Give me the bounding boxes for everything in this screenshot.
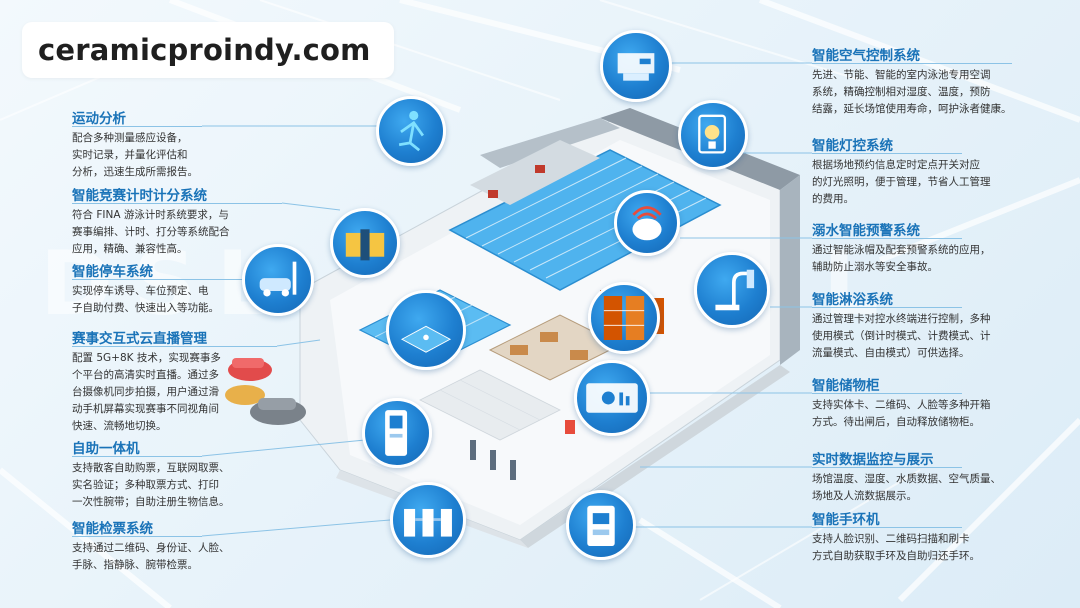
node-timing-scoring[interactable] (330, 208, 400, 278)
feature-air-control: 智能空气控制系统 先进、节能、智能的室内泳池专用空调 系统，精确控制相对湿度、温… (812, 47, 1052, 118)
node-lighting-control[interactable] (678, 100, 748, 170)
node-ticket-gate[interactable] (390, 482, 466, 558)
node-data-dashboard[interactable] (574, 360, 650, 436)
parked-cars (225, 358, 306, 425)
feature-title: 运动分析 (72, 111, 126, 127)
shower-icon (715, 269, 755, 311)
node-air-control[interactable] (600, 30, 672, 102)
live-broadcast-icon (400, 325, 452, 353)
site-watermark: ceramicproindy.com (22, 22, 394, 78)
feature-live-broadcast: 赛事交互式云直播管理 配置 5G+8K 技术，实现赛事多 个平台的高清实时直播。… (72, 330, 282, 435)
feature-title: 智能淋浴系统 (812, 292, 893, 308)
feature-desc: 支持散客自助购票，互联网取票、 实名验证；多种取票方式、打印 一次性腕带；自助注… (72, 462, 230, 508)
motion-analysis-icon (398, 110, 425, 152)
feature-ticket-gate: 智能检票系统 支持通过二维码、身份证、人脸、 手脉、指静脉、腕带检票。 (72, 520, 282, 574)
feature-desc: 符合 FINA 游泳计时系统要求，与 赛事编排、计时、打分等系统配合 应用，精确… (72, 209, 230, 255)
feature-title: 智能竞赛计时计分系统 (72, 188, 207, 204)
ticket-gate-icon (404, 508, 452, 537)
feature-desc: 根据场地预约信息定时定点开关对应 的灯光照明，便于管理，节省人工管理 的费用。 (812, 159, 991, 205)
feature-desc: 配置 5G+8K 技术，实现赛事多 个平台的高清实时直播。通过多 台摄像机同步拍… (72, 352, 221, 432)
feature-desc: 支持通过二维码、身份证、人脸、 手脉、指静脉、腕带检票。 (72, 542, 230, 571)
feature-desc: 实现停车诱导、车位预定、电 子自助付费、快速出入等功能。 (72, 285, 219, 314)
feature-shower: 智能淋浴系统 通过管理卡对控水终端进行控制，多种 使用模式（倒计时模式、计费模式… (812, 291, 1052, 362)
node-live-broadcast[interactable] (386, 290, 466, 370)
feature-title: 智能灯控系统 (812, 138, 893, 154)
feature-wristband-kiosk: 智能手环机 支持人脸识别、二维码扫描和刷卡 方式自助获取手环及自助归还手环。 (812, 511, 1052, 565)
feature-desc: 支持人脸识别、二维码扫描和刷卡 方式自助获取手环及自助归还手环。 (812, 533, 980, 562)
feature-data-dashboard: 实时数据监控与展示 场馆温度、湿度、水质数据、空气质量、 场地及人流数据展示。 (812, 451, 1052, 505)
feature-self-service-kiosk: 自助一体机 支持散客自助购票，互联网取票、 实名验证；多种取票方式、打印 一次性… (72, 440, 282, 511)
feature-desc: 配合多种测量感应设备， 实时记录，并量化评估和 分析，迅速生成所需报告。 (72, 132, 198, 178)
feature-locker: 智能储物柜 支持实体卡、二维码、人脸等多种开箱 方式。待出闸后，自动释放储物柜。 (812, 377, 1052, 431)
feature-title: 智能空气控制系统 (812, 48, 920, 64)
locker-icon (603, 296, 645, 340)
node-motion-analysis[interactable] (376, 96, 446, 166)
air-unit-icon (617, 53, 655, 81)
feature-parking: 智能停车系统 实现停车诱导、车位预定、电 子自助付费、快速出入等功能。 (72, 263, 282, 317)
feature-desc: 通过管理卡对控水终端进行控制，多种 使用模式（倒计时模式、计费模式、计 流量模式… (812, 313, 991, 359)
feature-title: 智能手环机 (812, 512, 880, 528)
feature-title: 自助一体机 (72, 441, 140, 457)
node-shower[interactable] (694, 252, 770, 328)
node-locker[interactable] (588, 282, 660, 354)
timing-scoring-icon (345, 229, 385, 261)
feature-desc: 支持实体卡、二维码、人脸等多种开箱 方式。待出闸后，自动释放储物柜。 (812, 399, 991, 428)
feature-desc: 通过智能泳帽及配套预警系统的应用， 辅助防止溺水等安全事故。 (812, 244, 991, 273)
feature-title: 智能储物柜 (812, 378, 880, 394)
feature-desc: 先进、节能、智能的室内泳池专用空调 系统，精确控制相对湿度、温度，预防 结露，延… (812, 69, 1012, 115)
feature-drowning-alert: 溺水智能预警系统 通过智能泳帽及配套预警系统的应用， 辅助防止溺水等安全事故。 (812, 222, 1052, 276)
feature-motion-analysis: 运动分析 配合多种测量感应设备， 实时记录，并量化评估和 分析，迅速生成所需报告… (72, 110, 272, 181)
feature-lighting-control: 智能灯控系统 根据场地预约信息定时定点开关对应 的灯光照明，便于管理，节省人工管… (812, 137, 1052, 208)
node-drowning-alert[interactable] (614, 190, 680, 256)
wristband-kiosk-icon (587, 505, 615, 547)
feature-desc: 场馆温度、湿度、水质数据、空气质量、 场地及人流数据展示。 (812, 473, 1001, 502)
drowning-alert-icon (632, 206, 662, 241)
node-self-service-kiosk[interactable] (362, 398, 432, 468)
feature-timing-scoring: 智能竞赛计时计分系统 符合 FINA 游泳计时系统要求，与 赛事编排、计时、打分… (72, 187, 287, 258)
feature-title: 赛事交互式云直播管理 (72, 331, 207, 347)
feature-title: 溺水智能预警系统 (812, 223, 920, 239)
data-dashboard-icon (586, 383, 638, 413)
feature-title: 智能检票系统 (72, 521, 153, 537)
feature-title: 实时数据监控与展示 (812, 452, 934, 468)
parking-icon (259, 261, 297, 297)
self-service-kiosk-icon (385, 410, 408, 456)
node-parking[interactable] (242, 244, 314, 316)
lighting-icon (698, 114, 727, 154)
feature-title: 智能停车系统 (72, 264, 153, 280)
node-wristband-kiosk[interactable] (566, 490, 636, 560)
